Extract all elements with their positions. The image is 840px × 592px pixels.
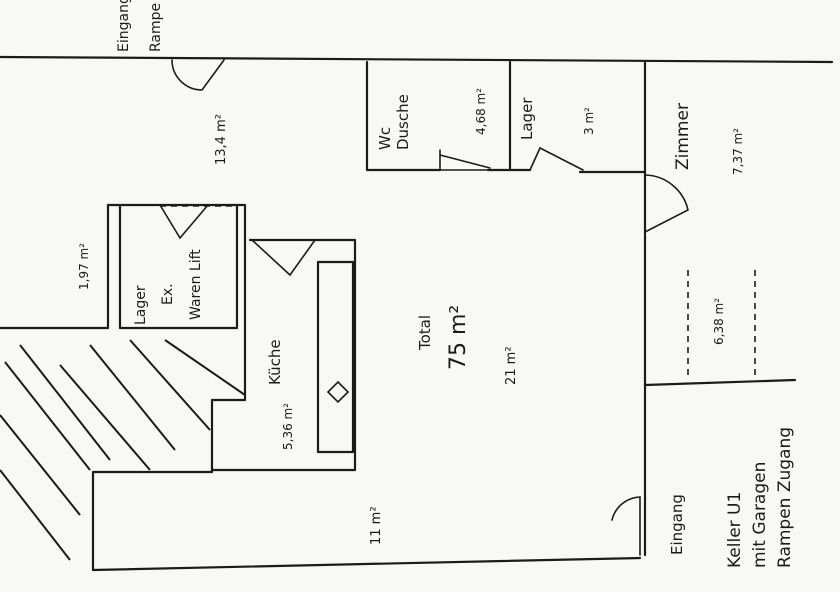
label-eingang-bottom: Eingang	[668, 494, 686, 555]
label-eingang-rampe-2: Rampe	[148, 3, 164, 52]
label-area-left: 1,97 m²	[77, 243, 91, 290]
title-line-3: Rampen Zugang	[775, 427, 795, 568]
ramp-hatching	[0, 339, 246, 561]
door-bottom	[611, 496, 641, 556]
label-ex: Ex.	[160, 283, 176, 305]
kitchen-counter	[316, 260, 355, 454]
door-lager	[529, 146, 584, 171]
label-area-center: 21 m²	[504, 346, 519, 385]
label-lager-left: Lager	[133, 285, 149, 325]
label-area-wc: 4,68 m²	[474, 88, 488, 135]
wc-room	[365, 60, 442, 172]
label-warenlift: Waren Lift	[188, 249, 204, 320]
label-zimmer: Zimmer	[673, 103, 693, 170]
label-eingang-rampe-1: Eingang	[116, 0, 132, 52]
title-line-2: mit Garagen	[750, 462, 770, 568]
label-area-lager-top: 3 m²	[582, 107, 596, 135]
label-area-right: 6,38 m²	[712, 298, 726, 345]
label-wc: Wc	[376, 127, 394, 150]
lift-box	[118, 203, 239, 330]
title-line-1: Keller U1	[725, 492, 745, 568]
label-lager-top: Lager	[518, 97, 536, 140]
outer-wall-left-upper	[0, 203, 110, 330]
label-dusche: Dusche	[394, 94, 412, 150]
kitchen-lower-wall	[91, 203, 642, 572]
label-area-kueche: 5,36 m²	[281, 403, 295, 450]
door-wc	[439, 149, 491, 171]
door-lift	[159, 204, 209, 240]
label-total: Total	[416, 315, 434, 351]
door-top	[171, 59, 225, 91]
door-kueche	[251, 239, 316, 277]
label-area-zimmer: 7,37 m²	[731, 128, 745, 175]
label-kueche: Küche	[266, 339, 284, 385]
label-area-top: 13,4 m²	[214, 114, 229, 165]
kitchen-wall	[210, 238, 357, 472]
label-area-bottom: 11 m²	[369, 506, 384, 545]
stove-icon	[326, 380, 350, 404]
wc-lager-divider	[486, 60, 512, 172]
label-total-area: 75 m²	[446, 305, 471, 370]
outer-wall-top	[0, 55, 834, 64]
door-zimmer	[644, 174, 689, 233]
